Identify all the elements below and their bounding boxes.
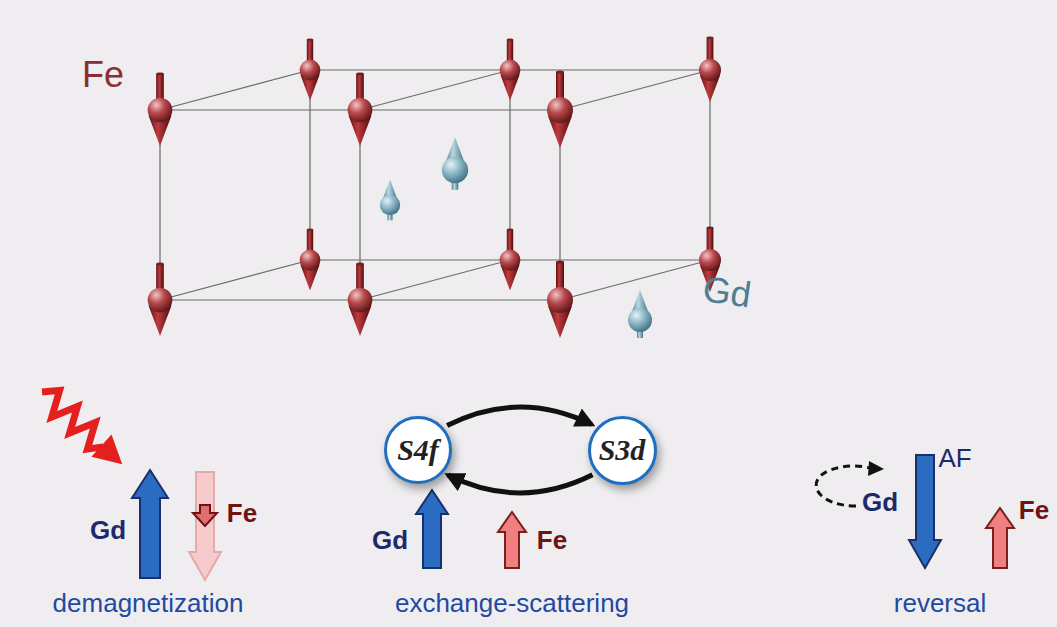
element-label: Fe [1019,496,1049,525]
exchange-arrow [447,407,592,425]
fe-atom [348,262,373,336]
panel-caption: demagnetization [53,589,244,618]
fe-atom [547,71,573,149]
fe-moment-arrow [986,508,1014,568]
element-label: Gd [862,488,898,517]
lattice-lines [160,70,710,300]
gd-atom [628,290,652,338]
fe-atom [699,36,721,102]
fe-moment-arrow [498,512,526,568]
fe-atom [348,72,373,146]
fe-atom [500,228,521,290]
precession-curl [816,466,870,506]
laser-pulse [32,381,132,476]
panel-caption: exchange-scattering [395,589,629,618]
gd-moment-arrow [132,470,168,578]
spin-symbol: S4f [397,433,439,467]
order-label: AF [938,444,971,473]
gd-moment-arrow [909,455,941,568]
spin-symbol: S3d [599,433,646,467]
element-label: Gd [372,526,408,555]
fe-atom [547,261,573,339]
curl-head [868,461,884,476]
fe-faded-arrow [189,472,221,580]
element-label: Fe [227,499,257,528]
element-label: Fe [537,526,567,555]
gd-atom [442,137,468,190]
fe-atom [300,228,321,290]
exchange-arrow [448,475,593,493]
fe-atom [148,72,173,146]
element-label: Fe [82,55,124,95]
gd-moment-arrow [416,490,448,568]
element-label: Gd [90,516,126,545]
fe-atom [500,38,521,100]
spin-circle: S3d [588,416,657,485]
spin-circle: S4f [384,416,452,484]
fe-atom [148,262,173,336]
fe-moment-arrow [193,505,217,526]
gd-atom [380,180,400,221]
panel-caption: reversal [894,589,986,618]
fe-atom [300,38,321,100]
element-label: Gd [700,269,753,315]
